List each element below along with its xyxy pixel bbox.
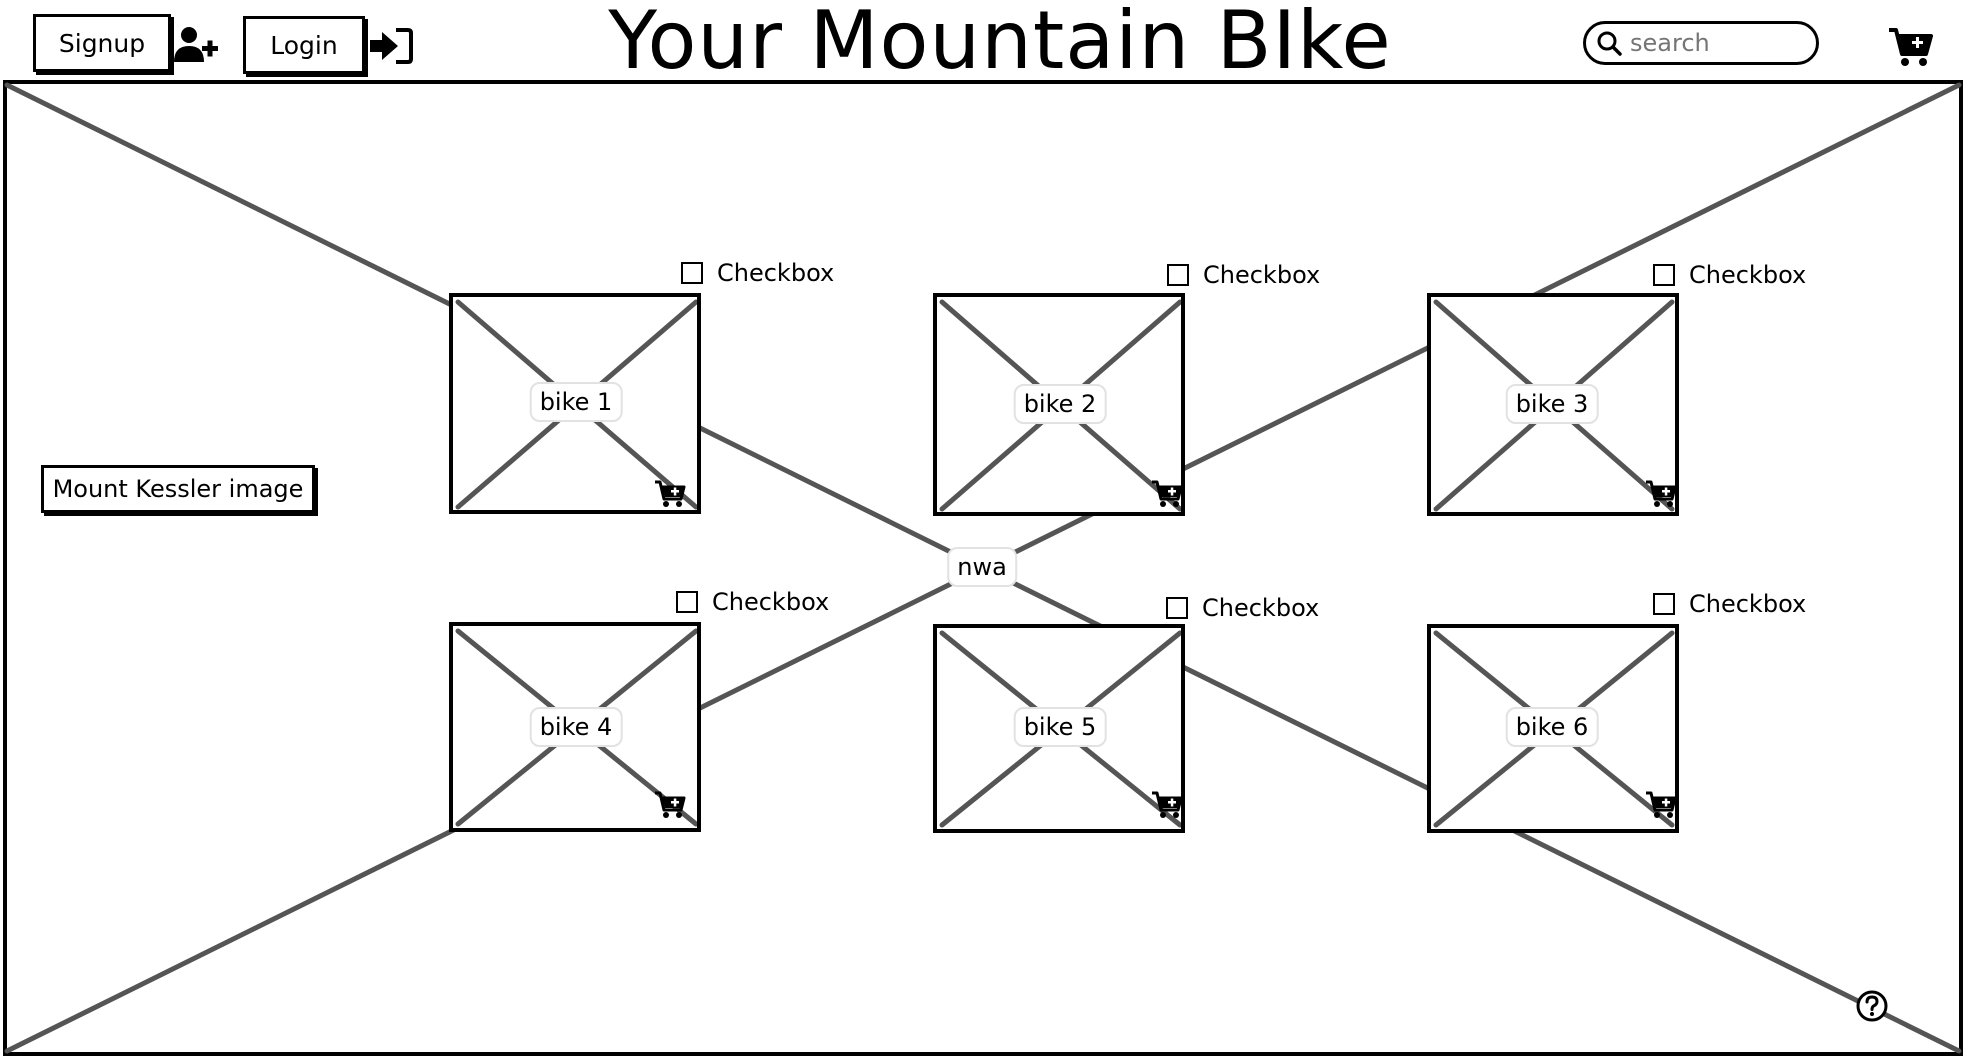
- page-title: Your Mountain BIke: [608, 0, 1392, 87]
- product-image-bike-5[interactable]: [933, 624, 1185, 833]
- checkbox-bike-1[interactable]: Checkbox: [681, 259, 834, 287]
- checkbox-bike-4[interactable]: Checkbox: [676, 588, 829, 616]
- checkbox-label: Checkbox: [1689, 261, 1807, 289]
- product-name-bike-1: bike 1: [529, 382, 623, 422]
- checkbox-bike-3[interactable]: Checkbox: [1653, 261, 1806, 289]
- signup-label: Signup: [58, 28, 146, 58]
- product-name-bike-4: bike 4: [529, 707, 623, 747]
- search-box[interactable]: [1583, 21, 1819, 65]
- product-name-bike-2: bike 2: [1013, 384, 1107, 424]
- cart-plus-icon[interactable]: [1151, 790, 1183, 820]
- product-image-bike-1[interactable]: [449, 293, 701, 514]
- user-plus-icon[interactable]: [172, 25, 222, 65]
- checkbox-bike-6[interactable]: Checkbox: [1653, 590, 1806, 618]
- cart-plus-icon[interactable]: [654, 790, 686, 820]
- cart-plus-icon[interactable]: [1645, 790, 1677, 820]
- signup-button[interactable]: Signup: [33, 14, 171, 72]
- cart-plus-icon[interactable]: [654, 479, 686, 509]
- help-icon[interactable]: [1854, 988, 1890, 1024]
- checkbox-label: Checkbox: [712, 588, 830, 616]
- checkbox-square[interactable]: [1653, 264, 1675, 286]
- checkbox-label: Checkbox: [1203, 261, 1321, 289]
- checkbox-bike-5[interactable]: Checkbox: [1166, 594, 1319, 622]
- mount-kessler-label: Mount Kessler image: [41, 465, 315, 513]
- product-name-bike-6: bike 6: [1505, 707, 1599, 747]
- product-name-bike-5: bike 5: [1013, 707, 1107, 747]
- product-name-bike-3: bike 3: [1505, 384, 1599, 424]
- cart-plus-icon[interactable]: [1645, 479, 1677, 509]
- checkbox-square[interactable]: [681, 262, 703, 284]
- checkbox-label: Checkbox: [717, 259, 835, 287]
- cart-plus-icon[interactable]: [1888, 26, 1934, 68]
- search-icon: [1597, 31, 1622, 56]
- checkbox-square[interactable]: [1653, 593, 1675, 615]
- product-image-bike-2[interactable]: [933, 293, 1185, 516]
- login-button[interactable]: Login: [243, 16, 365, 74]
- checkbox-square[interactable]: [1166, 597, 1188, 619]
- product-image-bike-3[interactable]: [1427, 293, 1679, 516]
- checkbox-square[interactable]: [1167, 264, 1189, 286]
- cart-plus-icon[interactable]: [1151, 479, 1183, 509]
- product-image-bike-4[interactable]: [449, 622, 701, 832]
- mount-kessler-label-text: Mount Kessler image: [52, 475, 304, 503]
- nwa-label: nwa: [947, 547, 1017, 587]
- checkbox-label: Checkbox: [1202, 594, 1320, 622]
- product-image-bike-6[interactable]: [1427, 624, 1679, 833]
- checkbox-square[interactable]: [676, 591, 698, 613]
- login-label: Login: [270, 30, 338, 60]
- checkbox-bike-2[interactable]: Checkbox: [1167, 261, 1320, 289]
- search-input[interactable]: [1624, 29, 1800, 57]
- sign-in-icon[interactable]: [368, 26, 414, 66]
- checkbox-label: Checkbox: [1689, 590, 1807, 618]
